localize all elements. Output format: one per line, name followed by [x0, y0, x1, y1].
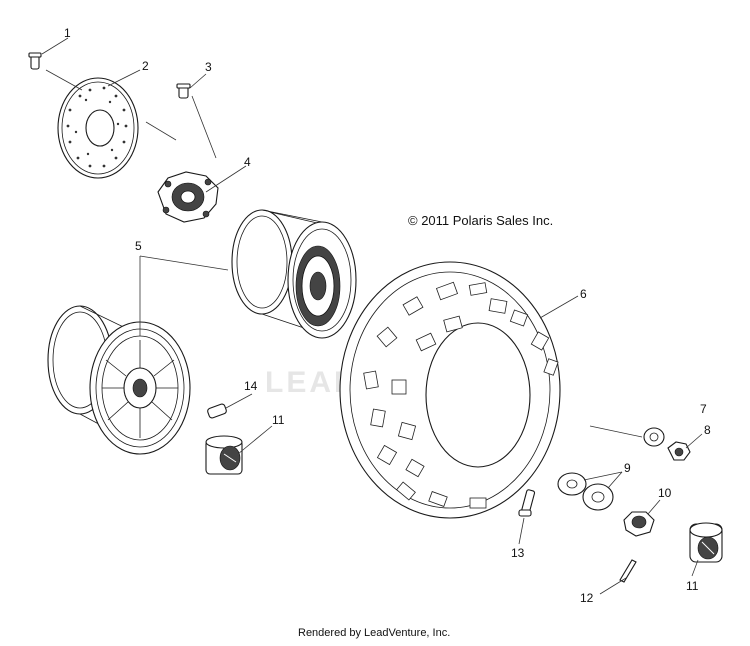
part-6-tire	[339, 261, 561, 519]
part-9-washers	[557, 472, 614, 511]
part-4-hub	[157, 171, 219, 223]
part-11-center-cap-left	[205, 435, 243, 475]
part-12-cotter-pin	[619, 559, 637, 583]
callout-13: 13	[511, 546, 525, 560]
part-1-bolt	[28, 52, 42, 70]
copyright-text: © 2011 Polaris Sales Inc.	[408, 213, 553, 228]
part-3-stud	[176, 83, 191, 99]
footer-text: Rendered by LeadVenture, Inc.	[298, 627, 450, 639]
part-5-wheel-rim-front	[47, 305, 191, 455]
callout-10: 10	[658, 486, 672, 500]
part-7-washer	[643, 427, 665, 447]
part-10-castle-nut	[623, 511, 655, 537]
callout-12: 12	[580, 591, 594, 605]
callout-11-left: 11	[272, 413, 285, 427]
callout-11-right: 11	[686, 579, 699, 593]
callout-6: 6	[580, 287, 587, 301]
part-14-valve-stem	[207, 403, 227, 419]
leader-lines	[41, 37, 703, 595]
part-13-bolt	[518, 489, 536, 517]
callout-4: 4	[244, 155, 251, 169]
callout-labels: 1 2 3 4 5 6 7 8 9 10 11 11 12 13 14	[64, 26, 711, 605]
callout-1: 1	[64, 26, 71, 40]
callout-3: 3	[205, 60, 212, 74]
part-11-center-cap-right	[689, 522, 723, 563]
callout-8: 8	[704, 423, 711, 437]
callout-5: 5	[135, 239, 142, 253]
callout-7: 7	[700, 402, 707, 416]
callout-2: 2	[142, 59, 149, 73]
part-8-nut	[667, 441, 691, 461]
part-2-brake-disc	[57, 77, 139, 179]
callout-14: 14	[244, 379, 258, 393]
callout-9: 9	[624, 461, 631, 475]
part-5-wheel-rim-rear	[231, 209, 357, 339]
